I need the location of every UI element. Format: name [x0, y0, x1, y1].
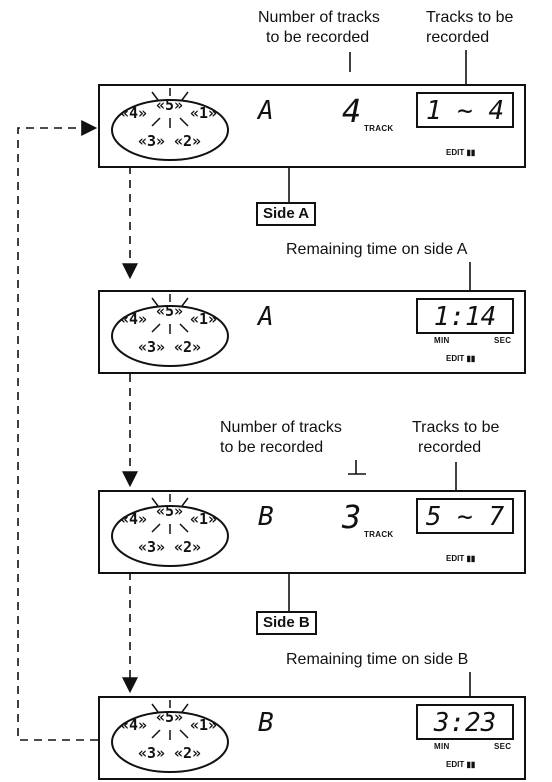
track-unit: TRACK [364, 124, 394, 133]
disc-indicator-5: «5» [156, 302, 184, 320]
disc-indicator-3: «3» [138, 744, 166, 762]
disc-indicator-3: «3» [138, 538, 166, 556]
lcd-readout: 3:23 [416, 704, 514, 740]
disc-indicator-2: «2» [174, 338, 202, 356]
track-count: 3 [342, 498, 362, 536]
side-indicator: B [258, 708, 274, 738]
sec-unit: SEC [494, 742, 512, 751]
disc-indicator-4: «4» [120, 310, 148, 328]
disc-indicator-1: «1» [190, 104, 218, 122]
disc-indicator-3: «3» [138, 338, 166, 356]
disc-indicator-5: «5» [156, 708, 184, 726]
disc-indicator-3: «3» [138, 132, 166, 150]
side-indicator: A [258, 96, 274, 126]
track-unit: TRACK [364, 530, 394, 539]
disc-carousel-graphic [111, 294, 229, 367]
disc-indicator-1: «1» [190, 510, 218, 528]
edit-indicator: EDIT ▮▮ [446, 354, 476, 363]
lcd-readout: 5 ~ 7 [416, 498, 514, 534]
min-unit: MIN [434, 336, 450, 345]
side-indicator: A [258, 302, 274, 332]
side-a-label: Side A [256, 202, 317, 226]
disc-indicator-4: «4» [120, 510, 148, 528]
disc-indicator-1: «1» [190, 716, 218, 734]
disc-carousel-graphic [111, 700, 229, 773]
disc-indicator-2: «2» [174, 132, 202, 150]
min-unit: MIN [434, 742, 450, 751]
lcd-readout: 1:14 [416, 298, 514, 334]
sec-unit: SEC [494, 336, 512, 345]
side-b-label: Side B [256, 611, 317, 635]
side-indicator: B [258, 502, 274, 532]
disc-indicator-5: «5» [156, 502, 184, 520]
disc-indicator-2: «2» [174, 744, 202, 762]
label-remaining-a: Remaining time on side A [286, 241, 468, 258]
disc-indicator-5: «5» [156, 96, 184, 114]
lcd-readout: 1 ~ 4 [416, 92, 514, 128]
edit-indicator: EDIT ▮▮ [446, 760, 476, 769]
edit-indicator: EDIT ▮▮ [446, 554, 476, 563]
disc-indicator-4: «4» [120, 716, 148, 734]
track-count: 4 [342, 92, 362, 130]
disc-indicator-1: «1» [190, 310, 218, 328]
label-remaining-b: Remaining time on side B [286, 651, 469, 668]
disc-carousel-graphic [111, 88, 229, 161]
edit-indicator: EDIT ▮▮ [446, 148, 476, 157]
disc-indicator-2: «2» [174, 538, 202, 556]
disc-indicator-4: «4» [120, 104, 148, 122]
disc-carousel-graphic [111, 494, 229, 567]
